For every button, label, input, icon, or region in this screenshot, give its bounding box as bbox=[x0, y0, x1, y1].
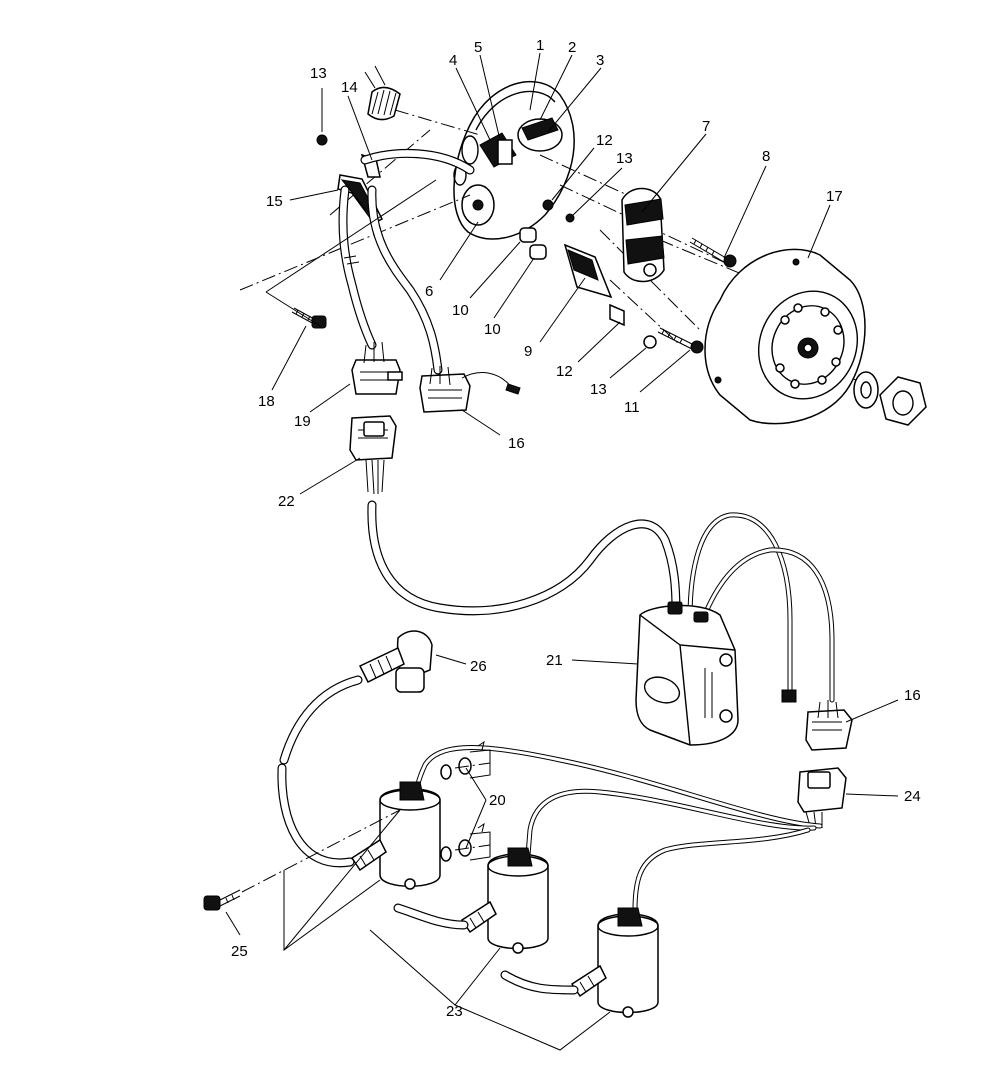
spacer-10-b bbox=[529, 244, 547, 260]
flywheel-17 bbox=[704, 248, 866, 425]
callout-24: 24 bbox=[904, 788, 921, 805]
ignition-coil-1 bbox=[350, 781, 441, 890]
washer bbox=[853, 371, 879, 409]
callout-15: 15 bbox=[266, 193, 283, 210]
callout-13a: 13 bbox=[310, 65, 327, 82]
callout-26: 26 bbox=[470, 658, 487, 675]
callout-23: 23 bbox=[446, 1003, 463, 1020]
spark-plug-cap-26 bbox=[358, 630, 433, 693]
wire-grommet bbox=[364, 65, 401, 121]
callout-17: 17 bbox=[826, 188, 843, 205]
callout-5: 5 bbox=[474, 39, 482, 56]
exciter-coil bbox=[517, 117, 563, 152]
ignition-coil-3 bbox=[570, 907, 659, 1018]
callout-14: 14 bbox=[341, 79, 358, 96]
callout-25: 25 bbox=[231, 943, 248, 960]
callout-21: 21 bbox=[546, 652, 563, 669]
screw-11 bbox=[657, 327, 704, 354]
screw-18 bbox=[291, 307, 327, 329]
leader-lines bbox=[225, 52, 899, 1051]
connector-16-lower bbox=[805, 700, 853, 751]
callout-20: 20 bbox=[489, 792, 506, 809]
screw-8 bbox=[689, 237, 737, 268]
callout-9: 9 bbox=[524, 343, 532, 360]
callout-13c: 13 bbox=[590, 381, 607, 398]
callout-12b: 12 bbox=[556, 363, 573, 380]
connector-22 bbox=[349, 415, 397, 495]
callout-8: 8 bbox=[762, 148, 770, 165]
callout-10b: 10 bbox=[484, 321, 501, 338]
connector-16-upper bbox=[419, 366, 521, 413]
connector-24 bbox=[797, 767, 847, 829]
callout-2: 2 bbox=[568, 39, 576, 56]
cdi-box-21 bbox=[635, 601, 739, 746]
ignition-coil-2 bbox=[460, 847, 549, 954]
callout-13b: 13 bbox=[616, 150, 633, 167]
callout-18: 18 bbox=[258, 393, 275, 410]
spacer-10-a bbox=[519, 227, 537, 243]
lighting-coil bbox=[479, 132, 517, 168]
callout-1: 1 bbox=[536, 37, 544, 54]
screw-25 bbox=[203, 889, 241, 911]
pulser-coil bbox=[461, 184, 495, 226]
callout-6: 6 bbox=[425, 283, 433, 300]
charging-coil-7 bbox=[621, 187, 665, 283]
screw-13-top bbox=[316, 134, 328, 146]
callout-3: 3 bbox=[596, 52, 604, 69]
callout-11: 11 bbox=[624, 399, 640, 416]
callout-16b: 16 bbox=[904, 687, 921, 704]
callout-16a: 16 bbox=[508, 435, 525, 452]
flywheel-nut bbox=[879, 376, 927, 426]
callout-7: 7 bbox=[702, 118, 710, 135]
callout-19: 19 bbox=[294, 413, 311, 430]
callout-22: 22 bbox=[278, 493, 295, 510]
washers-20 bbox=[440, 740, 491, 862]
coil-9 bbox=[563, 243, 625, 327]
connector-19 bbox=[351, 341, 403, 395]
callout-12a: 12 bbox=[596, 132, 613, 149]
callout-4: 4 bbox=[449, 52, 457, 69]
callout-10a: 10 bbox=[452, 302, 469, 319]
callout-labels: 1 2 3 4 5 6 7 8 9 10 10 11 12 12 13 13 1… bbox=[231, 37, 921, 1020]
